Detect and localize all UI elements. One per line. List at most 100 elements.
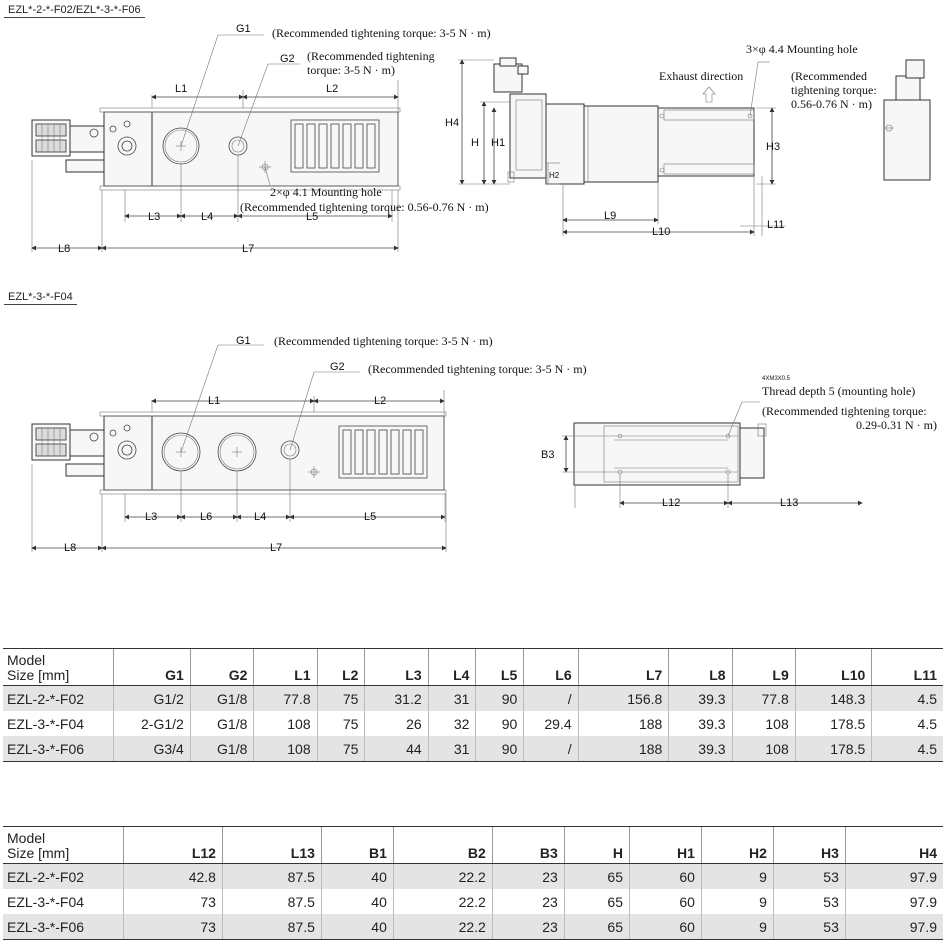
cell: 178.5 — [794, 711, 872, 736]
cell: 2-G1/2 — [112, 711, 191, 736]
cell: 39.3 — [668, 685, 733, 711]
head-model-text: Model — [7, 830, 46, 846]
col-head: G2 — [189, 648, 254, 686]
cell: G3/4 — [112, 736, 191, 762]
col-head: L12 — [123, 826, 223, 864]
exhaust-direction: Exhaust direction — [659, 69, 743, 83]
g1-label: G1 — [236, 23, 251, 35]
cell: 73 — [123, 914, 223, 940]
col-head: L13 — [221, 826, 322, 864]
mounting-hole-note: 2×φ 4.1 Mounting hole — [270, 185, 382, 199]
mid-dim-l8: L8 — [64, 542, 76, 554]
col-head: H — [563, 826, 630, 864]
cell: 108 — [731, 711, 796, 736]
side-torque-2: tightening torque: — [791, 83, 877, 97]
cell: G1/8 — [189, 711, 254, 736]
thread-spec: 4XM3X0.5 — [762, 376, 791, 382]
mounting-hole-torque-note: (Recommended tightening torque: 0.56-0.7… — [240, 200, 489, 214]
col-head: L9 — [731, 648, 796, 686]
cell: G1/8 — [189, 685, 254, 711]
mid-front-view — [31, 344, 447, 552]
table-row: EZL-3-*-F06 73 87.5 40 22.2 23 65 60 9 5… — [3, 914, 943, 940]
table-header-row: Model Size [mm] G1 G2 L1 L2 L3 L4 L5 L6 … — [3, 648, 943, 686]
col-head: L7 — [577, 648, 669, 686]
g2-torque-note-2: torque: 3-5 N · m) — [307, 63, 395, 77]
dim-l2: L2 — [326, 83, 338, 95]
spec-table-1: Model Size [mm] G1 G2 L1 L2 L3 L4 L5 L6 … — [3, 648, 943, 762]
dim-l13: L13 — [780, 497, 798, 509]
bottom-torque-2: 0.29-0.31 N · m) — [856, 418, 937, 432]
cell: 9 — [700, 863, 774, 889]
cell: 73 — [123, 889, 223, 914]
table-row: EZL-2-*-F02 42.8 87.5 40 22.2 23 65 60 9… — [3, 863, 943, 889]
col-head: L2 — [316, 648, 365, 686]
cell: 23 — [491, 889, 565, 914]
cell: EZL-2-*-F02 — [3, 863, 124, 889]
head-size-text: Size [mm] — [7, 667, 70, 683]
dim-h1: H1 — [491, 137, 505, 149]
cell: 53 — [772, 863, 846, 889]
col-head: H4 — [844, 826, 943, 864]
dim-b3: B3 — [541, 449, 554, 461]
cell: 22.2 — [392, 863, 493, 889]
cell: 26 — [364, 711, 429, 736]
col-head: L11 — [871, 648, 943, 686]
mid-g1-label: G1 — [236, 335, 251, 347]
cell: 108 — [731, 736, 796, 762]
col-head: L8 — [668, 648, 733, 686]
cell: 42.8 — [123, 863, 223, 889]
col-head: B1 — [320, 826, 394, 864]
col-head: L4 — [427, 648, 476, 686]
col-head: H1 — [629, 826, 702, 864]
cell: 75 — [316, 685, 365, 711]
cell: 22.2 — [392, 889, 493, 914]
cell: 32 — [427, 711, 476, 736]
mid-bottom-view — [562, 401, 863, 508]
cell: 108 — [253, 736, 318, 762]
cell: 31 — [427, 736, 476, 762]
table-row: EZL-3-*-F06 G3/4 G1/8 108 75 44 31 90 / … — [3, 736, 943, 762]
thread-depth-note: Thread depth 5 (mounting hole) — [762, 384, 915, 398]
dim-l9: L9 — [604, 210, 616, 222]
cell: 40 — [320, 914, 394, 940]
cell: 97.9 — [844, 914, 943, 940]
dim-h2: H2 — [549, 171, 560, 180]
col-head: L10 — [794, 648, 872, 686]
side-torque-3: 0.56-0.76 N · m) — [791, 97, 872, 111]
mid-dim-l5: L5 — [364, 511, 376, 523]
section-title-mid: EZL*-3-*-F04 — [4, 291, 77, 305]
technical-drawing: G1 (Recommended tightening torque: 3-5 N… — [31, 23, 937, 554]
cell: 188 — [577, 711, 669, 736]
cell: 90 — [475, 736, 524, 762]
cell: EZL-3-*-F04 — [7, 715, 85, 732]
cell: 75 — [316, 736, 365, 762]
dim-l11: L11 — [767, 219, 785, 231]
col-head: L3 — [364, 648, 429, 686]
cell: 39.3 — [668, 736, 733, 762]
cell: / — [523, 685, 579, 711]
cell: 90 — [475, 711, 524, 736]
dim-h: H — [471, 137, 479, 149]
col-head: H2 — [700, 826, 774, 864]
cell: 178.5 — [794, 736, 872, 762]
spec-table-2: Model Size [mm] L12 L13 B1 B2 B3 H H1 H2… — [3, 826, 943, 940]
top-front-view — [31, 34, 401, 252]
cell: EZL-3-*-F06 — [3, 736, 114, 762]
g2-torque-note-1: (Recommended tightening — [307, 49, 435, 63]
col-head: L6 — [523, 648, 579, 686]
dim-l3: L3 — [148, 211, 160, 223]
head-model-text: Model — [7, 652, 46, 668]
table-head-model: Model Size [mm] — [3, 826, 124, 864]
table-row: EZL-2-*-F02 G1/2 G1/8 77.8 75 31.2 31 90… — [3, 685, 943, 711]
cell: EZL-3-*-F04 — [7, 893, 85, 910]
mid-dim-l3: L3 — [145, 511, 157, 523]
cell: 65 — [563, 863, 630, 889]
cell: EZL-3-*-F06 — [3, 914, 124, 940]
col-head: L5 — [475, 648, 524, 686]
cell: EZL-2-*-F02 — [3, 685, 114, 711]
mid-g2-torque-note: (Recommended tightening torque: 3-5 N · … — [368, 362, 587, 376]
cell: 65 — [563, 889, 630, 914]
cell: 22.2 — [392, 914, 493, 940]
cell: 65 — [563, 914, 630, 940]
col-head: G1 — [112, 648, 191, 686]
